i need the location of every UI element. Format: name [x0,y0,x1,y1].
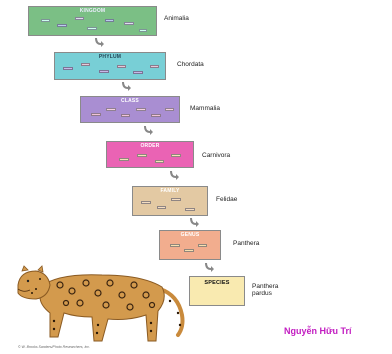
organism-card [106,108,116,111]
organism-card [137,154,147,157]
organism-card [157,206,166,209]
leopard-illustration [10,265,190,345]
taxon-species-genus: Panthera [252,283,278,290]
taxon-order: Carnivora [202,152,230,159]
organism-card [124,22,134,25]
taxon-family: Felidae [216,196,237,203]
curved-down-arrow-icon [205,263,215,273]
taxon-phylum: Chordata [177,61,204,68]
photo-credit: © W. Brooks Sanders/Photo Researchers, I… [18,345,90,349]
organism-card [171,198,181,201]
organism-card [91,113,101,116]
level-kingdom: KINGDOM [28,6,157,36]
organism-card [41,19,50,22]
level-kingdom-label: KINGDOM [29,8,156,14]
organism-card [171,154,181,157]
organism-card [151,114,161,117]
organism-card [63,67,73,70]
organism-card [57,24,67,27]
level-family: FAMILY [132,186,208,216]
organism-card [105,19,114,22]
level-species: SPECIES [189,276,245,306]
organism-card [155,160,164,163]
curved-down-arrow-icon [122,82,132,92]
organism-card [75,17,84,20]
organism-card [139,29,147,32]
taxon-class: Mammalia [190,105,220,112]
organism-card [119,158,129,161]
organism-card [184,249,194,252]
organism-card [121,114,130,117]
organism-card [141,201,151,204]
level-order-label: ORDER [107,143,193,149]
level-genus: GENUS [159,230,221,260]
level-phylum: PHYLUM [54,52,166,80]
organism-card [87,27,97,30]
level-phylum-label: PHYLUM [55,54,165,60]
level-genus-label: GENUS [160,232,220,238]
organism-card [170,244,180,247]
organism-card [81,63,90,66]
level-family-label: FAMILY [133,188,207,194]
level-order: ORDER [106,141,194,168]
level-class-label: CLASS [81,98,179,104]
organism-card [117,65,126,68]
organism-card [136,108,146,111]
curved-down-arrow-icon [170,171,180,181]
taxon-kingdom: Animalia [164,15,189,22]
organism-card [198,244,207,247]
organism-card [165,108,174,111]
organism-card [133,71,143,74]
level-class: CLASS [80,96,180,123]
taxon-species-epithet: pardus [252,290,272,297]
curved-down-arrow-icon [190,218,200,228]
author-watermark: Nguyễn Hữu Trí [284,326,352,336]
organism-card [185,208,195,211]
taxon-genus: Panthera [233,240,259,247]
level-species-label: SPECIES [190,280,244,286]
organism-card [99,70,109,73]
organism-card [150,65,159,68]
curved-down-arrow-icon [95,38,105,48]
curved-down-arrow-icon [144,126,154,136]
